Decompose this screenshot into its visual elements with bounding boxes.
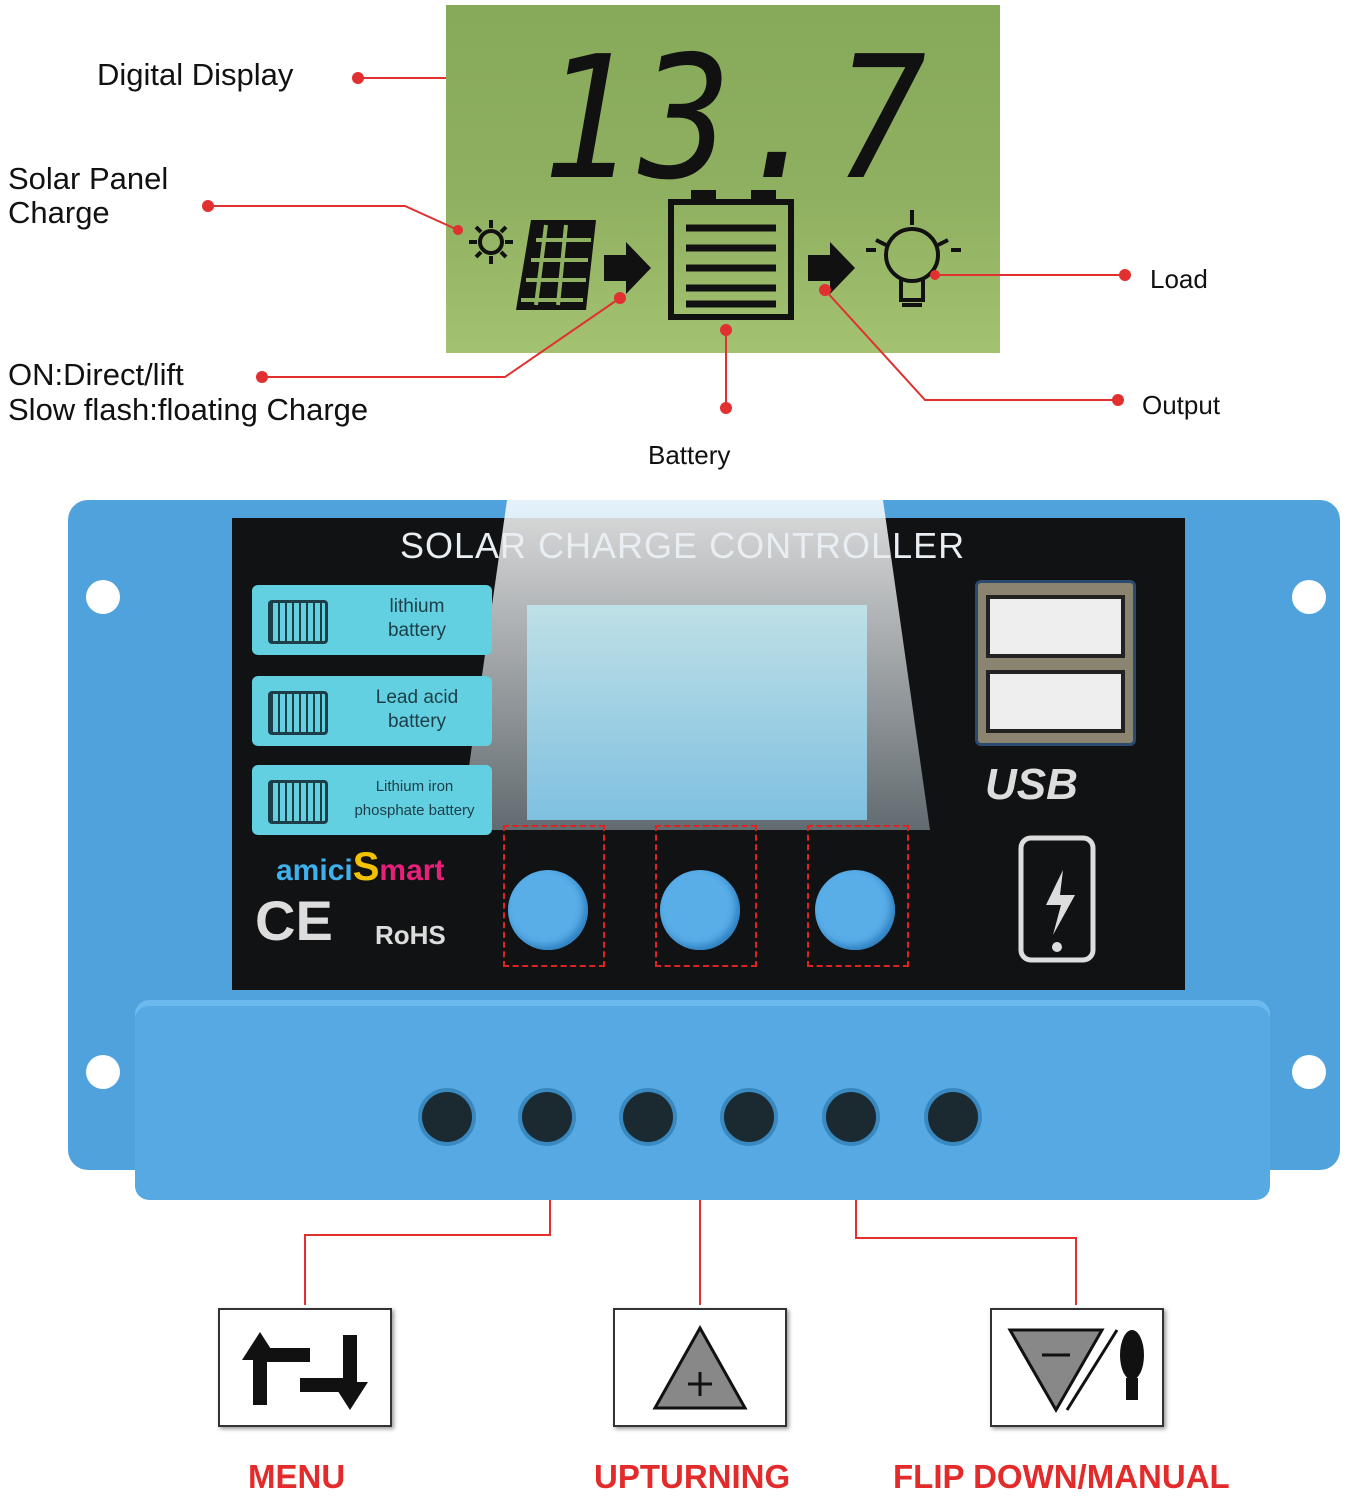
arrow-icon: [808, 242, 855, 294]
flip-down-manual-label: FLIP DOWN/MANUAL: [893, 1458, 1230, 1495]
phone-charge-icon: [1018, 835, 1096, 963]
menu-cycle-icon: [242, 1332, 368, 1410]
menu-icon-box: [218, 1308, 392, 1427]
callout-load: Load: [1150, 264, 1208, 294]
terminal-solar-negative: [522, 1092, 572, 1142]
brand-logo: amiciSmart: [276, 845, 445, 889]
callout-on: ON:Direct/lift: [8, 357, 184, 392]
solar-panel-icon: [516, 220, 596, 310]
terminal-load-positive: [826, 1092, 876, 1142]
terminal-bar: [135, 1000, 1270, 1200]
terminal-battery-positive: [623, 1092, 673, 1142]
callout-solar-1: Solar Panel: [8, 161, 169, 196]
arrow-icon: [604, 242, 651, 294]
mount-hole: [1292, 580, 1326, 614]
callout-solar-2: Charge: [8, 195, 110, 230]
battery-icon: [268, 600, 328, 644]
display-reading: 13.7: [541, 20, 932, 218]
terminal-solar-positive: [422, 1092, 472, 1142]
up-button[interactable]: [660, 870, 740, 950]
usb-ports[interactable]: [975, 580, 1136, 746]
rohs-mark: RoHS: [375, 920, 446, 950]
battery-icon: [268, 691, 328, 735]
menu-label: MENU: [248, 1458, 346, 1495]
callout-battery: Battery: [648, 440, 731, 470]
triangle-up-plus-icon: [652, 1324, 748, 1410]
down-manual-button[interactable]: [815, 870, 895, 950]
lcd-screen: [527, 605, 867, 820]
ce-mark: CE: [255, 889, 333, 952]
triangle-down-minus-bulb-icon: [1007, 1328, 1144, 1414]
menu-button-frame: [503, 825, 605, 967]
up-button-frame: [655, 825, 757, 967]
bulb-icon: [866, 210, 961, 307]
upturning-label: UPTURNING: [594, 1458, 791, 1495]
sun-icon: [469, 220, 513, 264]
mount-hole: [86, 580, 120, 614]
callout-output: Output: [1142, 390, 1221, 420]
upturning-icon-box: [613, 1308, 787, 1427]
lcd-icons: [469, 190, 961, 320]
mount-hole: [86, 1055, 120, 1089]
controller-title: SOLAR CHARGE CONTROLLER: [400, 525, 966, 566]
mount-hole: [1292, 1055, 1326, 1089]
flip-icon-box: [990, 1308, 1164, 1427]
battery-icon: [668, 199, 794, 320]
down-button-frame: [807, 825, 909, 967]
terminal-load-negative: [928, 1092, 978, 1142]
callout-digital-display: Digital Display: [97, 57, 294, 92]
battery-icon: [268, 780, 328, 824]
callout-slow-flash: Slow flash:floating Charge: [8, 392, 369, 427]
terminal-battery-negative: [724, 1092, 774, 1142]
usb-label: USB: [985, 760, 1078, 809]
menu-button[interactable]: [508, 870, 588, 950]
